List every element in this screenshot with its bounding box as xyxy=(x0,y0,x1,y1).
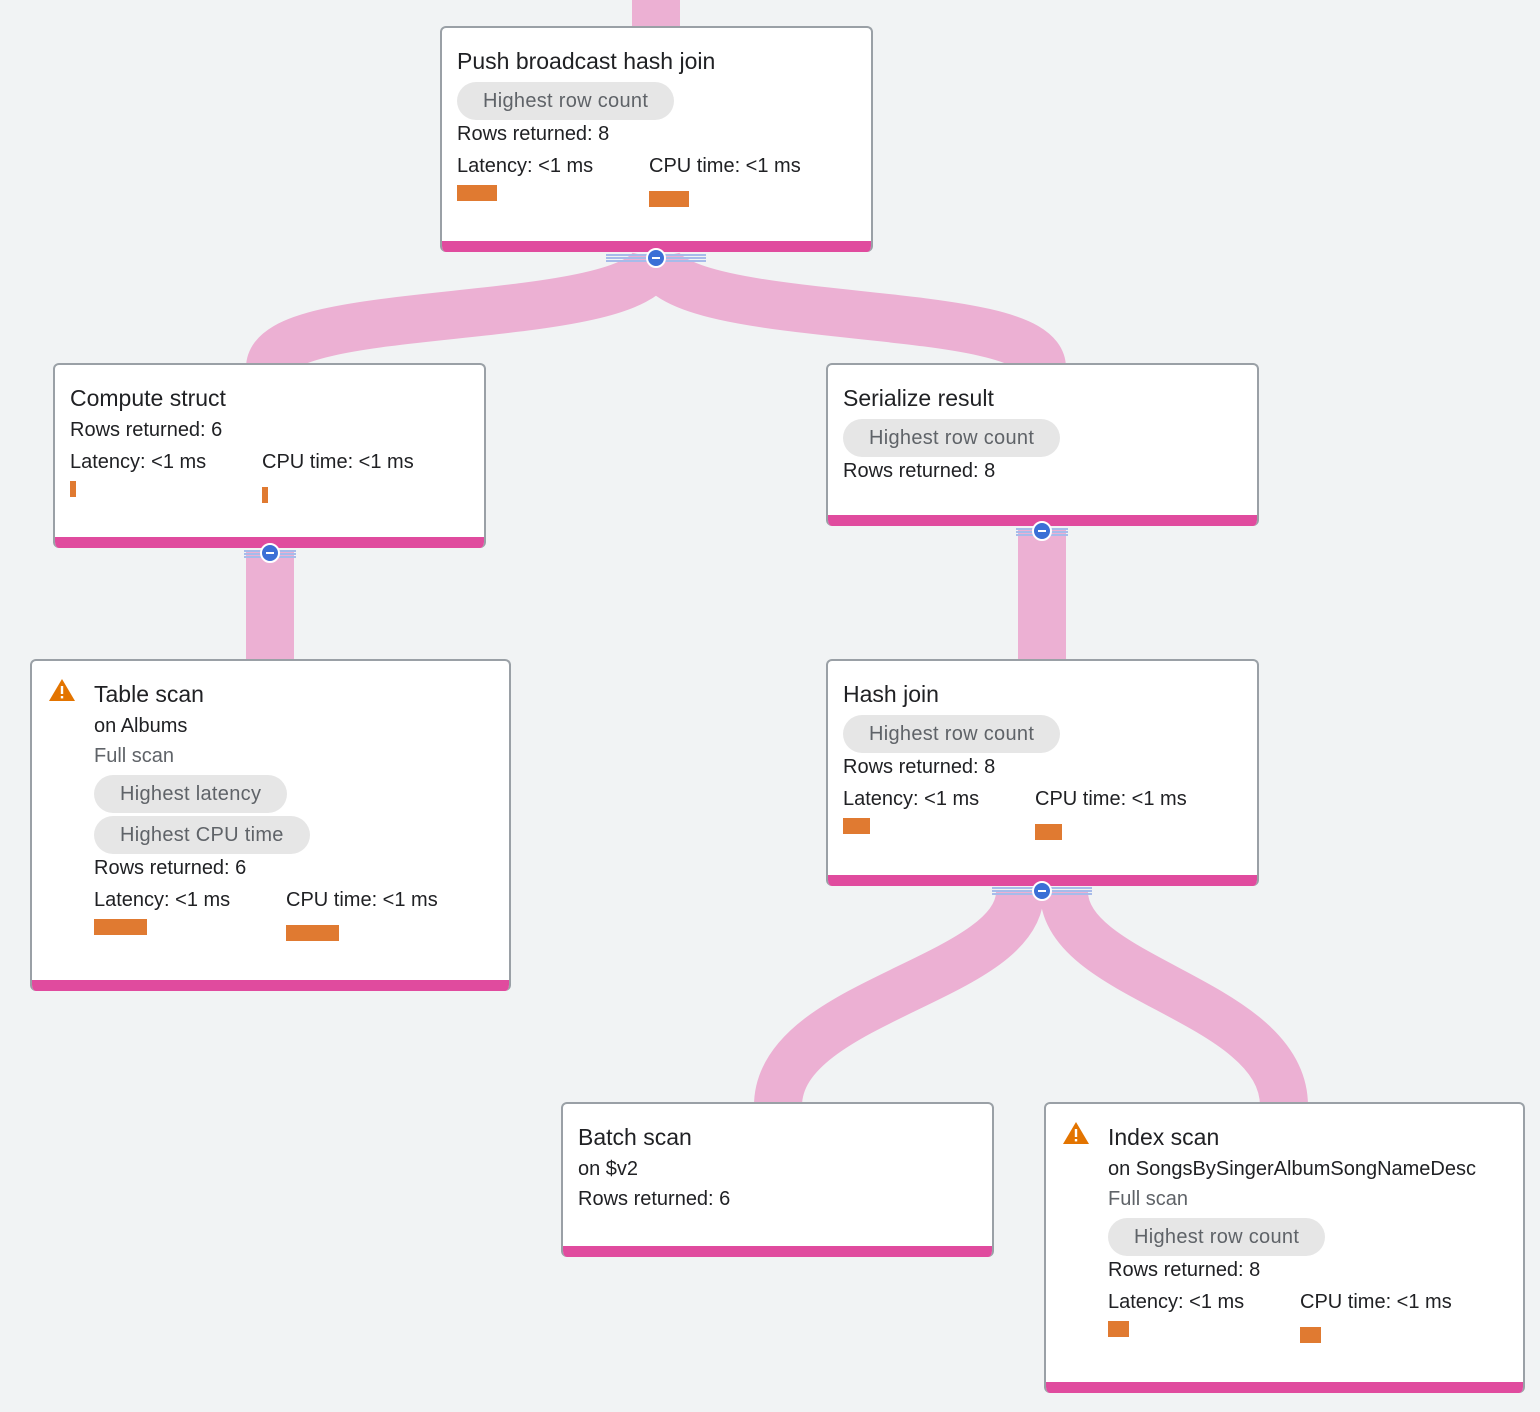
node-compute-struct[interactable]: Compute struct Rows returned: 6 Latency:… xyxy=(53,363,486,548)
node-title: Compute struct xyxy=(70,385,226,411)
edge-join-to-compute-struct xyxy=(246,248,680,375)
collapse-icon[interactable] xyxy=(646,248,666,268)
warning-icon xyxy=(1063,1122,1089,1144)
latency-bar xyxy=(94,919,147,935)
highest-row-count-chip: Highest row count xyxy=(843,419,1061,457)
highest-row-count-chip: Highest row count xyxy=(457,82,675,120)
node-subtitle: on SongsBySingerAlbumSongNameDesc xyxy=(1108,1158,1476,1180)
rows-returned: Rows returned: 8 xyxy=(1108,1259,1261,1281)
cpu-time-label: CPU time: <1 ms xyxy=(286,889,438,911)
cpu-time-label: CPU time: <1 ms xyxy=(1035,788,1187,810)
warning-icon xyxy=(49,679,75,701)
highest-row-count-chip: Highest row count xyxy=(1108,1218,1326,1256)
highest-row-count-chip: Highest row count xyxy=(843,715,1061,753)
node-serialize-result[interactable]: Serialize result Highest row count Rows … xyxy=(826,363,1259,526)
highest-cpu-time-chip: Highest CPU time xyxy=(94,816,310,854)
collapse-icon[interactable] xyxy=(260,543,280,563)
latency-label: Latency: <1 ms xyxy=(94,889,231,911)
cpu-time-label: CPU time: <1 ms xyxy=(1300,1291,1452,1313)
node-table-scan[interactable]: Table scan on Albums Full scan Highest l… xyxy=(30,659,511,991)
cpu-time-label: CPU time: <1 ms xyxy=(649,155,801,177)
cpu-time-bar xyxy=(1035,824,1062,840)
scan-type: Full scan xyxy=(1108,1188,1189,1210)
latency-label: Latency: <1 ms xyxy=(70,451,207,473)
latency-bar xyxy=(457,185,497,201)
rows-returned: Rows returned: 8 xyxy=(843,756,996,778)
cpu-time-bar xyxy=(1300,1327,1321,1343)
highest-latency-chip: Highest latency xyxy=(94,775,288,813)
edge-hash-join-to-batch-scan xyxy=(754,889,1044,1109)
node-title: Serialize result xyxy=(843,385,994,411)
node-title: Index scan xyxy=(1108,1124,1220,1150)
collapse-icon[interactable] xyxy=(1032,521,1052,541)
latency-label: Latency: <1 ms xyxy=(843,788,980,810)
node-title: Table scan xyxy=(94,681,204,707)
latency-label: Latency: <1 ms xyxy=(457,155,594,177)
cpu-time-label: CPU time: <1 ms xyxy=(262,451,414,473)
rows-returned: Rows returned: 8 xyxy=(843,460,996,482)
node-subtitle: on Albums xyxy=(94,715,188,737)
scan-type: Full scan xyxy=(94,745,175,767)
cpu-time-bar xyxy=(649,191,689,207)
rows-returned: Rows returned: 6 xyxy=(70,419,223,441)
node-subtitle: on $v2 xyxy=(578,1158,639,1180)
latency-label: Latency: <1 ms xyxy=(1108,1291,1245,1313)
cpu-time-bar xyxy=(286,925,339,941)
node-batch-scan[interactable]: Batch scan on $v2 Rows returned: 6 xyxy=(561,1102,994,1257)
node-index-scan[interactable]: Index scan on SongsBySingerAlbumSongName… xyxy=(1044,1102,1525,1393)
edge-hash-join-to-index-scan xyxy=(1040,889,1308,1109)
rows-returned: Rows returned: 6 xyxy=(578,1188,731,1210)
cpu-time-bar xyxy=(262,487,268,503)
node-push-broadcast-hash-join[interactable]: Push broadcast hash join Highest row cou… xyxy=(440,26,873,252)
node-title: Batch scan xyxy=(578,1124,692,1150)
rows-returned: Rows returned: 6 xyxy=(94,857,247,879)
rows-returned: Rows returned: 8 xyxy=(457,123,610,145)
node-title: Push broadcast hash join xyxy=(457,48,716,74)
latency-bar xyxy=(843,818,870,834)
node-hash-join[interactable]: Hash join Highest row count Rows returne… xyxy=(826,659,1259,886)
edge-join-to-serialize-result xyxy=(632,248,1066,375)
collapse-icon[interactable] xyxy=(1032,881,1052,901)
latency-bar xyxy=(70,481,76,497)
latency-bar xyxy=(1108,1321,1129,1337)
node-title: Hash join xyxy=(843,681,939,707)
